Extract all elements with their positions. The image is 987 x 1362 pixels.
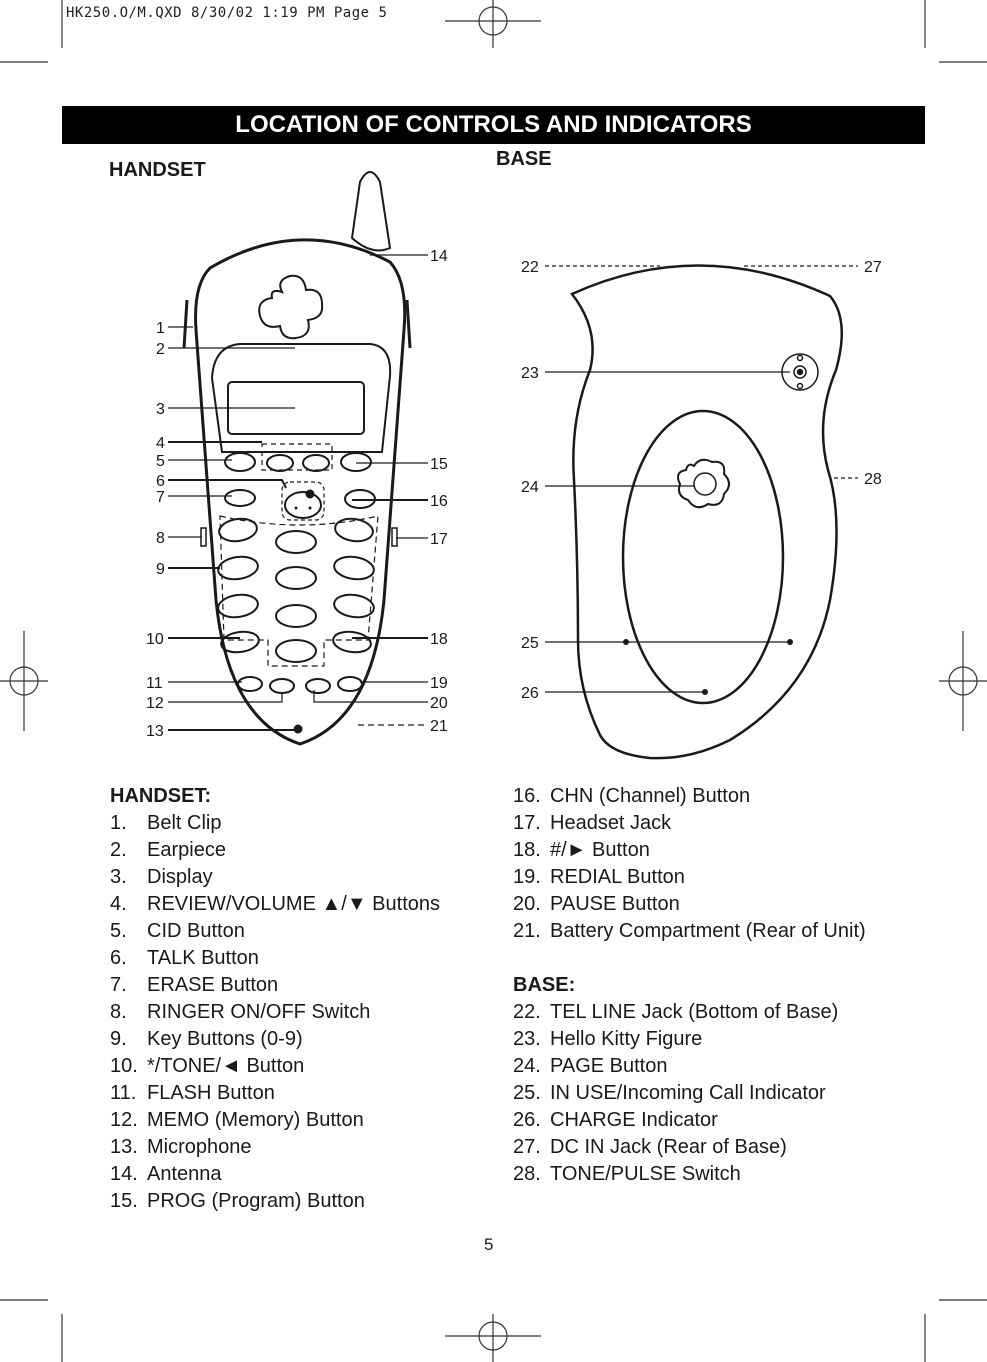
list-item: 26.CHARGE Indicator xyxy=(513,1109,718,1131)
callout-15: 15 xyxy=(430,456,448,473)
section-title: LOCATION OF CONTROLS AND INDICATORS xyxy=(62,106,925,144)
list-item: 4.REVIEW/VOLUME ▲/▼ Buttons xyxy=(110,893,440,915)
earpiece-flower xyxy=(258,274,324,340)
cid-button xyxy=(224,452,256,472)
callout-numbers: 1 2 3 4 5 6 7 8 9 10 11 12 13 14 15 16 1… xyxy=(146,248,882,740)
registration-mark-bottom xyxy=(445,1314,541,1362)
callout-4: 4 xyxy=(156,435,165,452)
callout-24: 24 xyxy=(521,479,539,496)
key-buttons xyxy=(217,517,375,663)
flash-button xyxy=(237,676,263,692)
callout-18: 18 xyxy=(430,631,448,648)
list-item: 8.RINGER ON/OFF Switch xyxy=(110,1001,371,1023)
file-slug: HK250.O/M.QXD 8/30/02 1:19 PM Page 5 xyxy=(66,5,388,21)
base-parts-list: 16.CHN (Channel) Button 17.Headset Jack … xyxy=(513,783,866,1188)
callout-27: 27 xyxy=(864,259,882,276)
list-item: 13.Microphone xyxy=(110,1136,252,1158)
callout-22: 22 xyxy=(521,259,539,276)
handset-heading: HANDSET xyxy=(109,159,206,181)
base-leaders xyxy=(545,265,858,693)
registration-mark-top xyxy=(445,0,541,48)
callout-5: 5 xyxy=(156,453,165,470)
list-item: 15.PROG (Program) Button xyxy=(110,1190,365,1212)
page-number: 5 xyxy=(484,1235,494,1254)
callout-11: 11 xyxy=(146,675,163,692)
registration-mark-right xyxy=(939,631,987,731)
callout-21: 21 xyxy=(430,718,448,735)
erase-button xyxy=(224,489,256,507)
callout-16: 16 xyxy=(430,493,448,510)
list-item: 7.ERASE Button xyxy=(110,974,279,996)
callout-19: 19 xyxy=(430,675,448,692)
base-flower-center xyxy=(693,472,717,496)
belt-clip xyxy=(182,299,189,349)
list-spacer xyxy=(513,945,866,972)
cradle xyxy=(621,409,785,705)
belt-clip-right xyxy=(405,299,412,349)
callout-26: 26 xyxy=(521,685,539,702)
list-item: 10.*/TONE/◄ Button xyxy=(110,1055,305,1077)
list-item: 21.Battery Compartment (Rear of Unit) xyxy=(513,920,866,942)
list-item: 5.CID Button xyxy=(110,920,245,942)
list-item: 2.Earpiece xyxy=(110,839,226,861)
callout-6: 6 xyxy=(156,473,165,490)
callout-2: 2 xyxy=(156,341,165,358)
handset-illustration xyxy=(182,171,412,746)
list-item: 12.MEMO (Memory) Button xyxy=(110,1109,364,1131)
display-bezel xyxy=(210,343,392,453)
list-item: 1.Belt Clip xyxy=(110,812,222,834)
list-item: 23.Hello Kitty Figure xyxy=(513,1028,703,1050)
callout-1: 1 xyxy=(156,320,165,337)
pause-button xyxy=(305,678,331,694)
callout-10: 10 xyxy=(146,631,164,648)
antenna xyxy=(350,171,392,252)
base-list-heading: BASE: xyxy=(513,974,576,996)
review-up-button xyxy=(266,454,294,472)
callout-3: 3 xyxy=(156,401,165,418)
list-item: 28.TONE/PULSE Switch xyxy=(513,1163,741,1185)
handset-leaders xyxy=(168,254,428,731)
callout-20: 20 xyxy=(430,695,448,712)
registration-mark-left xyxy=(0,631,48,731)
list-item: 24.PAGE Button xyxy=(513,1055,668,1077)
handset-list-heading: HANDSET: xyxy=(110,785,212,807)
callout-28: 28 xyxy=(864,471,882,488)
list-item: 27.DC IN Jack (Rear of Base) xyxy=(513,1136,787,1158)
base-illustration xyxy=(570,264,843,760)
list-item: 20.PAUSE Button xyxy=(513,893,680,915)
callout-13: 13 xyxy=(146,723,164,740)
list-item: 22.TEL LINE Jack (Bottom of Base) xyxy=(513,1001,839,1023)
list-item: 16.CHN (Channel) Button xyxy=(513,785,751,807)
callout-7: 7 xyxy=(156,489,165,506)
base-heading: BASE xyxy=(496,148,552,170)
review-down-button xyxy=(302,454,330,472)
list-item: 11.FLASH Button xyxy=(110,1082,275,1104)
list-item: 17.Headset Jack xyxy=(513,812,672,834)
callout-23: 23 xyxy=(521,365,539,382)
base-body xyxy=(570,264,843,760)
list-item: 14.Antenna xyxy=(110,1163,222,1185)
list-item: 6.TALK Button xyxy=(110,947,259,969)
list-item: 18.#/► Button xyxy=(513,839,650,861)
callout-17: 17 xyxy=(430,531,448,548)
prog-button xyxy=(340,452,372,472)
callout-14: 14 xyxy=(430,248,448,265)
redial-button xyxy=(337,676,363,692)
headset-jack xyxy=(391,527,398,547)
list-item: 25.IN USE/Incoming Call Indicator xyxy=(513,1082,826,1104)
list-item: 9.Key Buttons (0-9) xyxy=(110,1028,303,1050)
callout-25: 25 xyxy=(521,635,539,652)
base-flower xyxy=(677,458,730,509)
callout-9: 9 xyxy=(156,561,165,578)
list-item: 19.REDIAL Button xyxy=(513,866,685,888)
callout-8: 8 xyxy=(156,530,165,547)
list-item: 3.Display xyxy=(110,866,213,888)
talk-button-outline xyxy=(281,481,325,521)
handset-parts-list: HANDSET: 1.Belt Clip 2.Earpiece 3.Displa… xyxy=(110,783,440,1215)
kitty-face xyxy=(284,491,322,519)
callout-12: 12 xyxy=(146,695,164,712)
review-buttons-outline xyxy=(261,443,333,471)
